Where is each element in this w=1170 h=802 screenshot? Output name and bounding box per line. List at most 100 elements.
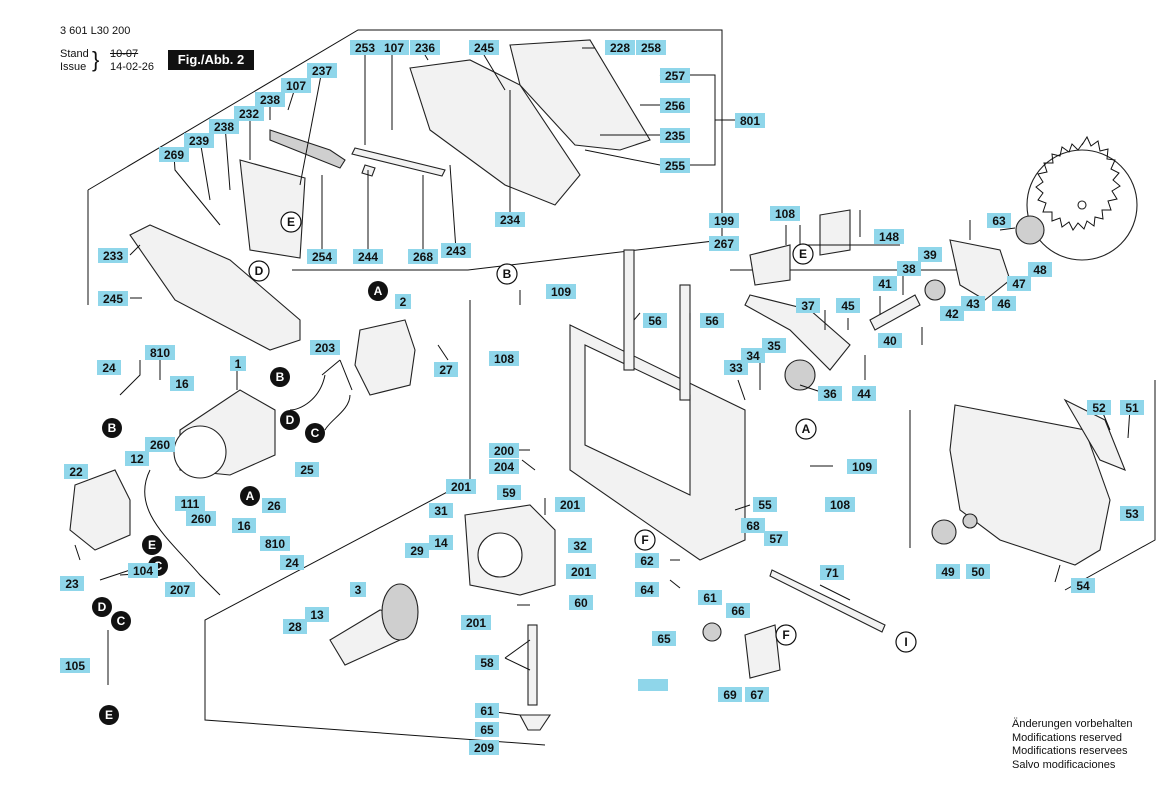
svg-text:C: C (117, 614, 126, 628)
svg-text:260: 260 (191, 512, 211, 526)
column-58 (527, 624, 538, 706)
part-label: 59 (497, 485, 521, 500)
saw-blade (1026, 135, 1138, 261)
svg-text:204: 204 (494, 460, 514, 474)
svg-text:238: 238 (214, 120, 234, 134)
svg-text:A: A (802, 422, 811, 436)
svg-text:245: 245 (103, 292, 123, 306)
svg-text:52: 52 (1092, 401, 1106, 415)
part-label: 258 (636, 40, 666, 55)
empty-highlight-box (638, 679, 668, 691)
part-label: 238 (255, 92, 285, 107)
part-label: 16 (232, 518, 256, 533)
bevel-gear (519, 714, 552, 731)
callout-outline-b: B (496, 263, 518, 285)
part-label: 111 (175, 496, 205, 511)
svg-text:239: 239 (189, 134, 209, 148)
part-label: 40 (878, 333, 902, 348)
svg-text:24: 24 (102, 361, 116, 375)
callout-outline-a: A (795, 418, 817, 440)
svg-text:55: 55 (758, 498, 772, 512)
svg-text:148: 148 (879, 230, 899, 244)
part-label: 108 (770, 206, 800, 221)
part-label: 256 (660, 98, 690, 113)
bracket-148 (819, 209, 851, 256)
guide-column-1 (623, 249, 635, 371)
part-label: 35 (762, 338, 786, 353)
svg-text:25: 25 (300, 463, 314, 477)
svg-text:260: 260 (150, 438, 170, 452)
svg-text:65: 65 (480, 723, 494, 737)
part-label: 65 (475, 722, 499, 737)
callout-filled-d2: D (92, 597, 112, 617)
svg-text:44: 44 (857, 387, 871, 401)
part-label: 801 (735, 113, 765, 128)
svg-text:35: 35 (767, 339, 781, 353)
svg-text:48: 48 (1033, 263, 1047, 277)
part-label: 107 (379, 40, 409, 55)
svg-text:42: 42 (945, 307, 959, 321)
part-label: 3 (350, 582, 366, 597)
part-label: 260 (145, 437, 175, 452)
part-label: 1 (230, 356, 246, 371)
part-label: 60 (569, 595, 593, 610)
svg-text:69: 69 (723, 688, 737, 702)
part-label: 104 (128, 563, 158, 578)
bracket-e (749, 244, 791, 286)
part-label: 244 (353, 249, 383, 264)
part-label: 269 (159, 147, 189, 162)
svg-text:233: 233 (103, 249, 123, 263)
svg-text:199: 199 (714, 214, 734, 228)
svg-text:258: 258 (641, 41, 661, 55)
part-label: 69 (718, 687, 742, 702)
riving-knife (129, 224, 301, 351)
part-label: 56 (643, 313, 667, 328)
part-label: 28 (283, 619, 307, 634)
svg-text:B: B (276, 370, 285, 384)
svg-text:16: 16 (237, 519, 251, 533)
svg-text:12: 12 (130, 452, 144, 466)
part-label: 65 (652, 631, 676, 646)
part-label: 268 (408, 249, 438, 264)
part-label: 200 (489, 443, 519, 458)
svg-text:109: 109 (852, 460, 872, 474)
part-label: 239 (184, 133, 214, 148)
part-label: 53 (1120, 506, 1144, 521)
part-label: 34 (741, 348, 765, 363)
part-label: 26 (262, 498, 286, 513)
svg-text:45: 45 (841, 299, 855, 313)
svg-text:253: 253 (355, 41, 375, 55)
callout-outline-e2: E (792, 243, 814, 265)
part-label: 234 (495, 212, 525, 227)
svg-text:D: D (98, 600, 107, 614)
part-label: 810 (260, 536, 290, 551)
part-label: 37 (796, 298, 820, 313)
svg-text:16: 16 (175, 377, 189, 391)
svg-text:1: 1 (235, 357, 242, 371)
note-line: Modifications reservees (1012, 745, 1128, 757)
cable-1 (144, 469, 221, 596)
svg-text:67: 67 (750, 688, 764, 702)
svg-text:49: 49 (941, 565, 955, 579)
svg-text:27: 27 (439, 363, 453, 377)
stand-label: Stand (60, 48, 89, 60)
part-label: 148 (874, 229, 904, 244)
svg-text:68: 68 (746, 519, 760, 533)
part-label: 46 (992, 296, 1016, 311)
svg-text:C: C (154, 559, 163, 573)
upper-guard-cover (509, 39, 651, 151)
svg-text:40: 40 (883, 334, 897, 348)
arbor-shaft (869, 294, 921, 331)
svg-text:111: 111 (181, 497, 200, 511)
svg-text:53: 53 (1125, 507, 1139, 521)
svg-text:64: 64 (640, 583, 654, 597)
note-line: Änderungen vorbehalten (1012, 718, 1133, 730)
bracket-glyph: } (92, 47, 100, 72)
part-label: 267 (709, 236, 739, 251)
part-label: 38 (897, 261, 921, 276)
callout-filled-a2: A (240, 486, 260, 506)
svg-text:E: E (148, 538, 156, 552)
svg-text:50: 50 (971, 565, 985, 579)
part-label: 32 (568, 538, 592, 553)
part-label: 24 (97, 360, 121, 375)
